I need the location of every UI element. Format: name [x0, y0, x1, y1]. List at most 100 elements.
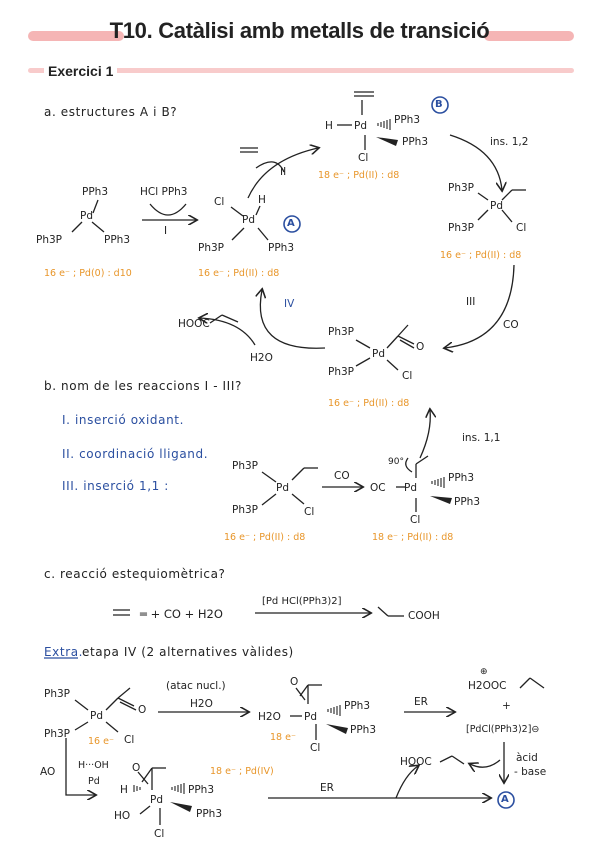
b-info-right: 18 e⁻ ; Pd(II) : d8: [372, 532, 454, 543]
extra-right-h2ooc: H2OOC: [468, 680, 507, 692]
b-pd2: Pd: [404, 482, 417, 494]
b-cl: Cl: [304, 506, 315, 518]
complexB-info: 18 e⁻ ; Pd(II) : d8: [318, 170, 400, 181]
complexA-cl: Cl: [214, 196, 225, 208]
step4-product: HOOC: [178, 318, 210, 330]
c-equation: ═ + CO + H2O: [140, 607, 223, 621]
step3-roman: III: [466, 296, 476, 308]
pd0-top: PPh3: [82, 186, 108, 198]
b-ins: ins. 1,1: [462, 432, 501, 444]
extra-mid-o: O: [290, 676, 299, 688]
step1-roman: I: [164, 225, 168, 237]
complexC-cl: Cl: [516, 222, 527, 234]
complexC-left1: Ph3P: [448, 182, 474, 194]
part-b-heading: b. nom de les reaccions I - III?: [44, 379, 242, 393]
extra-bottom-pph3-2: PPh3: [196, 808, 222, 820]
part-b-item-1: I. inserció oxidant.: [62, 413, 185, 427]
b-cl2: Cl: [410, 514, 421, 526]
complexD-left2: Ph3P: [328, 366, 354, 378]
extra-badge-a: A: [501, 794, 509, 805]
complexC-left2: Ph3P: [448, 222, 474, 234]
complexD-o: O: [416, 341, 425, 353]
complexD-cl: Cl: [402, 370, 413, 382]
extra-bottom-pd: Pd: [150, 794, 163, 806]
pd0-right: PPh3: [104, 234, 130, 246]
extra-heading-label: Extra.: [44, 645, 84, 659]
exercise-highlight: [28, 68, 574, 73]
b-pd: Pd: [276, 482, 289, 494]
c-catalyst: [Pd HCl(PPh3)2]: [262, 596, 342, 607]
extra-left-pd: Pd: [90, 710, 103, 722]
step4-h2o: H2O: [250, 352, 273, 364]
complexB-badge: B: [435, 99, 443, 110]
part-a-heading: a. estructures A i B?: [44, 105, 178, 119]
c-product: COOH: [408, 610, 440, 622]
exercise-heading: Exercici 1: [44, 63, 118, 79]
extra-right-hooc: HOOC: [400, 756, 432, 768]
extra-bottom-ho: HO: [114, 810, 131, 822]
page-title: T10. Catàlisi amb metalls de transició: [109, 18, 490, 43]
b-pph3-2: PPh3: [454, 496, 480, 508]
extra-bottom-cl: Cl: [154, 828, 165, 840]
complexA-badge: A: [287, 218, 295, 229]
pd0-info: 16 e⁻ ; Pd(0) : d10: [44, 268, 132, 279]
extra-er1: ER: [414, 696, 428, 708]
extra-right-base: - base: [514, 766, 547, 778]
complexC-info: 16 e⁻ ; Pd(II) : d8: [440, 250, 522, 261]
extra-bottom-info: 18 e⁻ ; Pd(IV): [210, 766, 274, 777]
extra-mid-pd: Pd: [304, 711, 317, 723]
step3-co: CO: [503, 319, 519, 331]
extra-ao-label: AO: [40, 766, 56, 778]
b-left-top: Ph3P: [232, 460, 258, 472]
complexD-left1: Ph3P: [328, 326, 354, 338]
extra-mid-cl: Cl: [310, 742, 321, 754]
title-highlight-right: [484, 31, 574, 41]
extra-left-info: 16 e⁻: [88, 736, 114, 747]
extra-right-acid: àcid: [516, 752, 538, 764]
b-pph3-1: PPh3: [448, 472, 474, 484]
extra-mid-pph3-2: PPh3: [350, 724, 376, 736]
b-angle: 90°: [388, 457, 404, 467]
complexA-right: PPh3: [268, 242, 294, 254]
extra-ao-hoh: H···OH: [78, 760, 109, 771]
b-info-left: 16 e⁻ ; Pd(II) : d8: [224, 532, 306, 543]
step3-label: ins. 1,2: [490, 136, 529, 148]
part-c-heading: c. reacció estequiomètrica?: [44, 567, 226, 581]
part-b-item-3: III. inserció 1,1 :: [62, 479, 169, 493]
complexB-right1: PPh3: [394, 114, 420, 126]
pd0-center: Pd: [80, 210, 93, 222]
extra-left-p2: Ph3P: [44, 728, 70, 740]
complexD-info: 16 e⁻ ; Pd(II) : d8: [328, 398, 410, 409]
title-highlight-left: [28, 31, 124, 41]
b-left-bottom: Ph3P: [232, 504, 258, 516]
complexB-pd: Pd: [354, 120, 367, 132]
extra-attack-label: (atac nucl.): [166, 680, 226, 692]
complexA-h: H: [258, 194, 266, 206]
extra-left-o: O: [138, 704, 147, 716]
extra-mid-info: 18 e⁻: [270, 732, 296, 743]
extra-bottom-o: O: [132, 762, 141, 774]
complexA-left: Ph3P: [198, 242, 224, 254]
extra-bottom-h: H: [120, 784, 128, 796]
extra-right-plus: +: [502, 700, 511, 712]
extra-left-p1: Ph3P: [44, 688, 70, 700]
complexB-cl: Cl: [358, 152, 369, 164]
step1-reagents: HCl PPh3: [140, 186, 188, 198]
extra-mid-h2o: H2O: [258, 711, 281, 723]
part-b-item-2: II. coordinació lligand.: [62, 447, 209, 461]
complexA-pd: Pd: [242, 214, 255, 226]
complexB-right2: PPh3: [402, 136, 428, 148]
extra-right-ion: ⊕: [480, 667, 488, 677]
complexA-info: 16 e⁻ ; Pd(II) : d8: [198, 268, 280, 279]
extra-er2: ER: [320, 782, 334, 794]
extra-mid-pph3-1: PPh3: [344, 700, 370, 712]
complexD-pd: Pd: [372, 348, 385, 360]
extra-right-pd: [PdCl(PPh3)2]⊖: [466, 724, 540, 735]
b-oc: OC: [370, 482, 386, 494]
extra-attack-reagent: H2O: [190, 698, 213, 710]
step2-roman: II: [280, 166, 287, 178]
complexC-pd: Pd: [490, 200, 503, 212]
extra-left-cl: Cl: [124, 734, 135, 746]
extra-heading: etapa IV (2 alternatives vàlides): [82, 645, 294, 659]
